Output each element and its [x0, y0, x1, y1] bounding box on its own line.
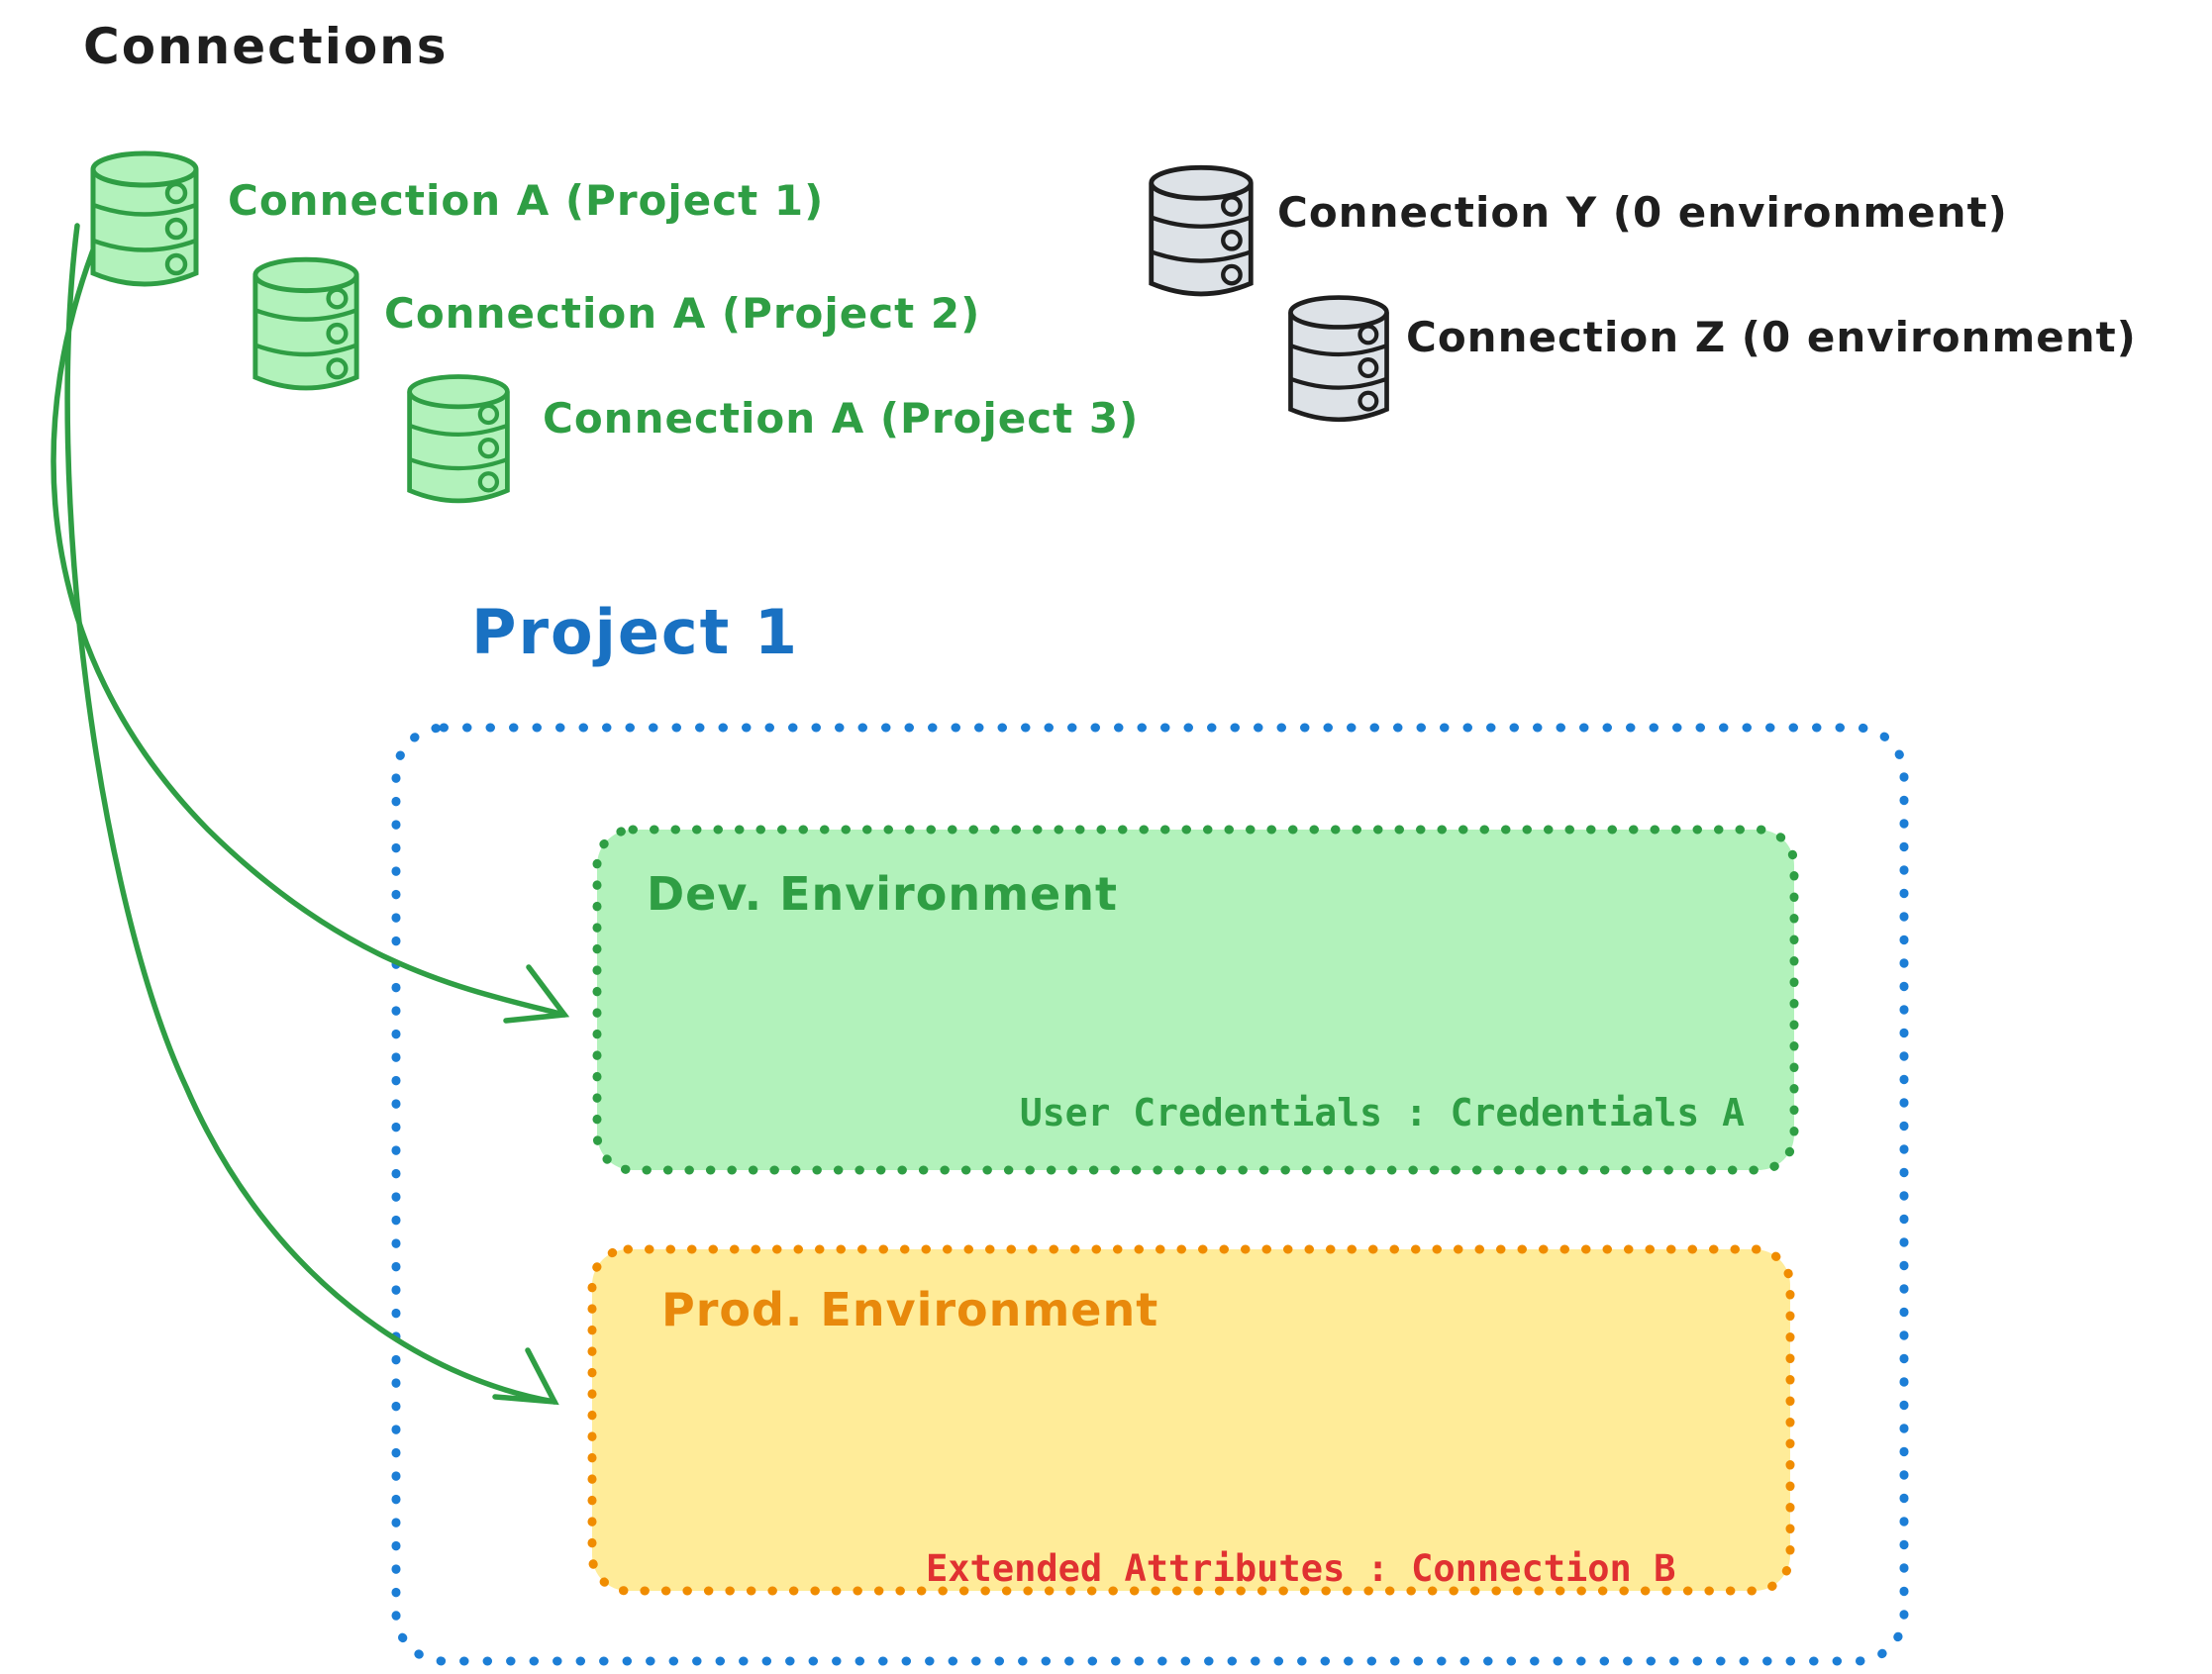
arrow-connection-a-to-dev	[50, 213, 570, 1024]
project-title: Project 1	[471, 596, 800, 668]
diagram-title: Connections	[83, 18, 449, 75]
arrow-connection-a-to-prod	[64, 223, 559, 1406]
database-icon	[93, 153, 196, 284]
database-icon	[1290, 298, 1386, 420]
dev-environment-box	[592, 825, 1799, 1175]
dev-environment-title: Dev. Environment	[647, 867, 1118, 921]
prod-detail-line-1: Extended Attributes : Connection B	[926, 1547, 1676, 1590]
dev-environment-credentials-text: User Credentials : Credentials A	[1019, 1091, 1745, 1134]
prod-environment-title: Prod. Environment	[661, 1283, 1159, 1336]
connection-label-a-project3: Connection A (Project 3)	[543, 394, 1140, 443]
database-icon	[1152, 167, 1252, 294]
prod-environment-box	[587, 1244, 1795, 1596]
project-boundary	[391, 723, 1909, 1666]
connection-label-a-project1: Connection A (Project 1)	[228, 176, 825, 225]
connection-label-a-project2: Connection A (Project 2)	[384, 289, 981, 338]
connection-label-z: Connection Z (0 environment)	[1406, 313, 2137, 361]
prod-environment-credentials-text: Extended Attributes : Connection B Ext.A…	[926, 1437, 1698, 1674]
connection-label-y: Connection Y (0 environment)	[1277, 188, 2008, 237]
database-icon	[410, 376, 508, 500]
database-icon	[255, 259, 356, 388]
